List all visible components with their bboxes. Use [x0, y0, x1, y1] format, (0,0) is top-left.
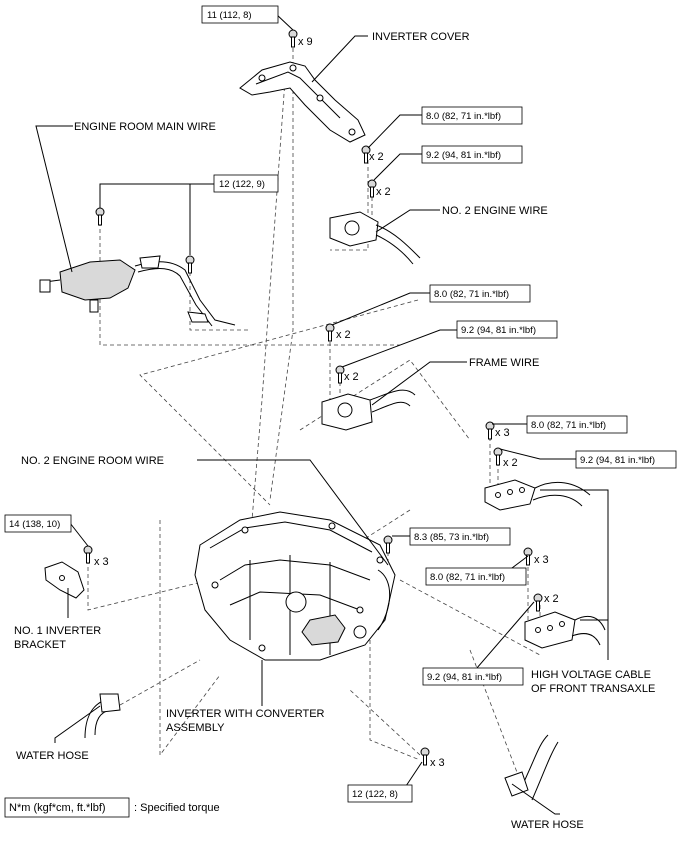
torque-box-10: [409, 527, 511, 546]
water-hose-right-part: [504, 734, 559, 801]
torque-box-5: [429, 284, 531, 303]
legend-unit-text: N*m (kgf*cm, ft.*lbf): [9, 802, 106, 814]
engine-room-main-wire: [39, 255, 236, 327]
label-hv-cable-line1: HIGH VOLTAGE CABLE: [531, 669, 651, 681]
qty-11: x 3: [430, 757, 445, 769]
qty-3: x 2: [376, 186, 391, 198]
torque-value-2: 8.0 (82, 71 in.*lbf): [426, 111, 501, 122]
torque-box-13: [347, 784, 413, 803]
torque-box-7: [526, 415, 628, 434]
torque-spec-boxes: 11 (112, 8) 8.0 (82, 71 in.*lbf) 9.2 (94…: [4, 5, 677, 803]
qty-10: x 2: [544, 593, 559, 605]
torque-box-12: [422, 667, 524, 686]
label-water-hose-right: WATER HOSE: [511, 819, 584, 831]
label-engine-room-main-wire: ENGINE ROOM MAIN WIRE: [74, 121, 216, 133]
torque-box-11: [425, 567, 527, 586]
torque-value-1: 11 (112, 8): [207, 10, 252, 21]
legend-meaning-text: : Specified torque: [134, 802, 220, 814]
water-hose-left-part: [84, 693, 121, 739]
qty-7: x 2: [503, 457, 518, 469]
no1-inverter-bracket: [44, 561, 85, 599]
inverter-with-converter-assembly: [194, 511, 396, 661]
torque-value-12: 9.2 (94, 81 in.*lbf): [427, 672, 502, 683]
qty-6: x 3: [495, 427, 510, 439]
torque-value-3: 9.2 (94, 81 in.*lbf): [426, 150, 501, 161]
torque-box-6: [456, 320, 558, 339]
qty-9: x 3: [534, 554, 549, 566]
legend: N*m (kgf*cm, ft.*lbf) : Specified torque: [4, 797, 220, 818]
torque-value-11: 8.0 (82, 71 in.*lbf): [430, 572, 505, 583]
torque-box-1: [201, 5, 279, 24]
torque-value-9: 14 (138, 10): [9, 519, 60, 530]
torque-box-8: [575, 450, 677, 469]
qty-5: x 2: [344, 371, 359, 383]
torque-value-6: 9.2 (94, 81 in.*lbf): [461, 325, 536, 336]
bolt-icons: [83, 29, 543, 766]
torque-value-7: 8.0 (82, 71 in.*lbf): [531, 420, 606, 431]
torque-value-5: 8.0 (82, 71 in.*lbf): [434, 289, 509, 300]
torque-box-3: [421, 145, 523, 164]
qty-1: x 9: [298, 36, 313, 48]
torque-value-8: 9.2 (94, 81 in.*lbf): [580, 455, 655, 466]
label-inverter-assy-line1: INVERTER WITH CONVERTER: [166, 708, 325, 720]
label-no1-inverter-bracket-line1: NO. 1 INVERTER: [14, 625, 101, 637]
label-inverter-assy-line2: ASSEMBLY: [166, 722, 225, 734]
torque-value-4: 12 (122, 9): [219, 179, 265, 190]
qty-4: x 2: [336, 329, 351, 341]
part-labels: INVERTER COVER ENGINE ROOM MAIN WIRE NO.…: [14, 31, 655, 831]
label-water-hose-left: WATER HOSE: [16, 750, 89, 762]
label-no2-engine-room-wire: NO. 2 ENGINE ROOM WIRE: [21, 455, 164, 467]
torque-box-4: [213, 174, 279, 193]
torque-box-2: [421, 106, 523, 125]
inverter-cover: [239, 61, 366, 143]
label-no1-inverter-bracket-line2: BRACKET: [14, 639, 66, 651]
label-inverter-cover: INVERTER COVER: [372, 31, 470, 43]
label-no2-engine-wire: NO. 2 ENGINE WIRE: [442, 205, 548, 217]
legend-unit-box: [4, 797, 130, 818]
qty-2: x 2: [369, 151, 384, 163]
qty-8: x 3: [94, 556, 109, 568]
hv-cable-upper: [484, 479, 591, 511]
frame-wire: [321, 389, 416, 431]
torque-value-13: 12 (122, 8): [352, 789, 398, 800]
torque-box-9: [4, 514, 72, 533]
label-hv-cable-line2: OF FRONT TRANSAXLE: [531, 683, 655, 695]
hv-cable-lower: [524, 611, 606, 649]
label-frame-wire: FRAME WIRE: [469, 357, 539, 369]
no2-engine-wire: [329, 211, 421, 265]
quantity-labels: x 9 x 2 x 2 x 2 x 2 x 3 x 2 x 3 x 3 x 2 …: [94, 36, 559, 769]
torque-value-10: 8.3 (85, 73 in.*lbf): [414, 532, 489, 543]
